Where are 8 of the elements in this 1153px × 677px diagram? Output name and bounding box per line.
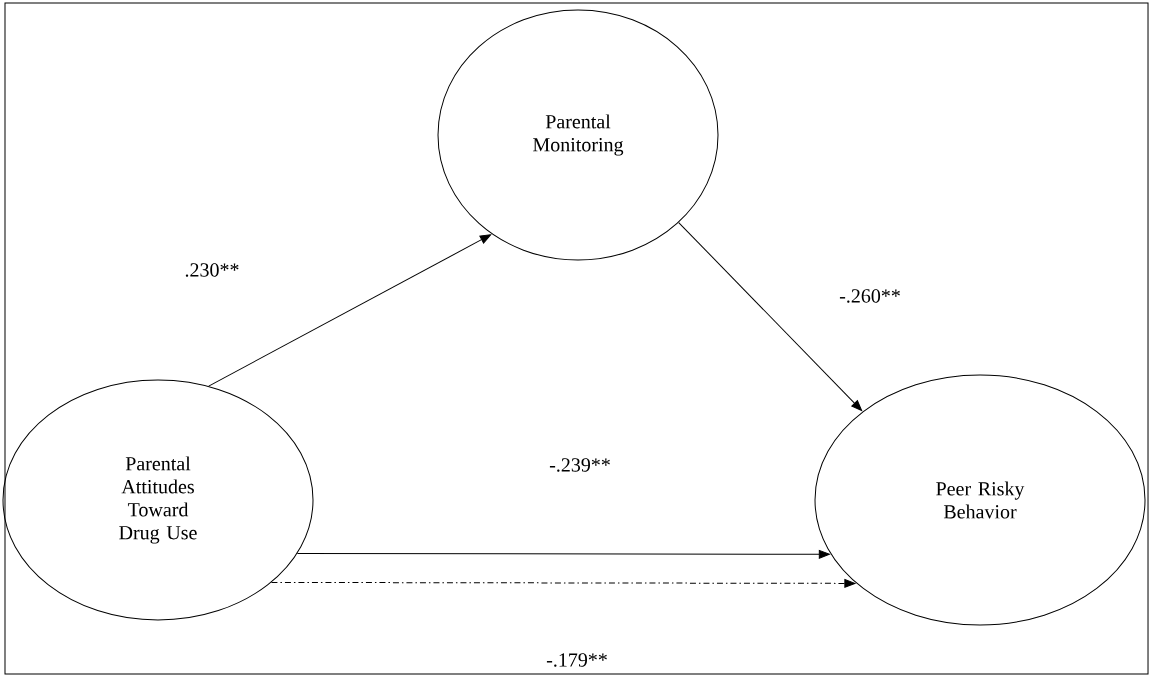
- coefficient-label: -.260**: [839, 289, 900, 303]
- path-arrow: [678, 222, 863, 412]
- path-arrow: [270, 579, 856, 588]
- path-arrow: [296, 549, 830, 559]
- path-arrow: [208, 234, 492, 387]
- coefficient-label: -.239**: [549, 458, 610, 472]
- coefficient-label: -.179**: [546, 653, 607, 667]
- coefficient-label: .230**: [185, 263, 239, 277]
